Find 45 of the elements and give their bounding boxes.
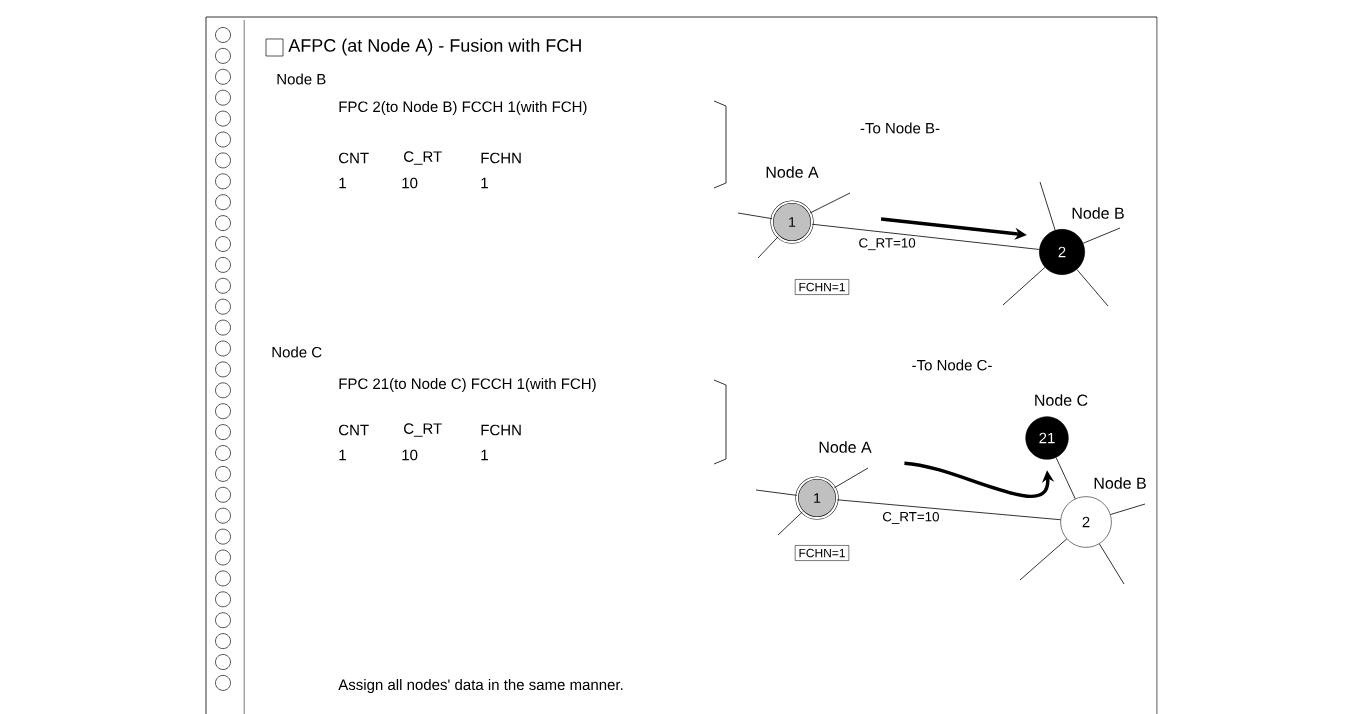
- table-cell: 10: [402, 177, 418, 189]
- diagram-heading: -To Node C-: [912, 359, 992, 371]
- table-cell: C_RT: [404, 151, 442, 165]
- table-cell: 1: [481, 449, 488, 461]
- note-text: Assign all nodes' data in the same manner.: [338, 679, 623, 693]
- node-label: Node B: [1094, 477, 1146, 489]
- table-cell: FCHN: [481, 424, 521, 436]
- link-line: [755, 489, 798, 496]
- table-cell: C_RT: [404, 423, 442, 437]
- table-cell: FCHN: [481, 152, 521, 164]
- link-line: [1002, 266, 1046, 306]
- link-line: [809, 192, 851, 214]
- link-line: [757, 236, 779, 259]
- edge-label: C_RT=10: [880, 510, 941, 526]
- node-label: Node C: [1035, 394, 1088, 406]
- node-label: Node A: [766, 166, 819, 178]
- value-box: FCHN=1: [794, 279, 850, 295]
- section-label: Node C: [272, 346, 322, 358]
- channel-text: FPC 2(to Node B) FCCH 1(with FCH): [339, 101, 587, 115]
- channel-text: FPC 21(to Node C) FCCH 1(with FCH): [339, 378, 596, 392]
- link-line: [1019, 538, 1068, 581]
- table-cell: CNT: [339, 424, 369, 436]
- link-line: [1076, 269, 1109, 307]
- table-cell: 1: [339, 177, 346, 189]
- link-line: [1110, 503, 1146, 515]
- diagram-heading: -To Node B-: [860, 122, 940, 134]
- link-line: [1039, 181, 1056, 231]
- link-line: [834, 467, 869, 489]
- link-line: [737, 212, 773, 220]
- node-label: Node B: [1072, 207, 1124, 219]
- link-line: [1055, 457, 1076, 500]
- link-line: [1082, 227, 1121, 244]
- table-cell: CNT: [339, 152, 369, 164]
- table-cell: 10: [402, 449, 418, 461]
- link-line: [777, 511, 803, 536]
- link-line: [811, 223, 1040, 250]
- link-line: [836, 499, 1061, 521]
- table-cell: 1: [481, 177, 488, 189]
- section-label: Node B: [277, 73, 326, 85]
- table-cell: 1: [339, 449, 346, 461]
- node-label: Node A: [819, 441, 872, 453]
- link-line: [1099, 543, 1125, 585]
- edge-label: C_RT=10: [857, 236, 917, 252]
- title: AFPC (at Node A) - Fusion with FCH: [288, 38, 581, 56]
- value-box: FCHN=1: [794, 545, 850, 561]
